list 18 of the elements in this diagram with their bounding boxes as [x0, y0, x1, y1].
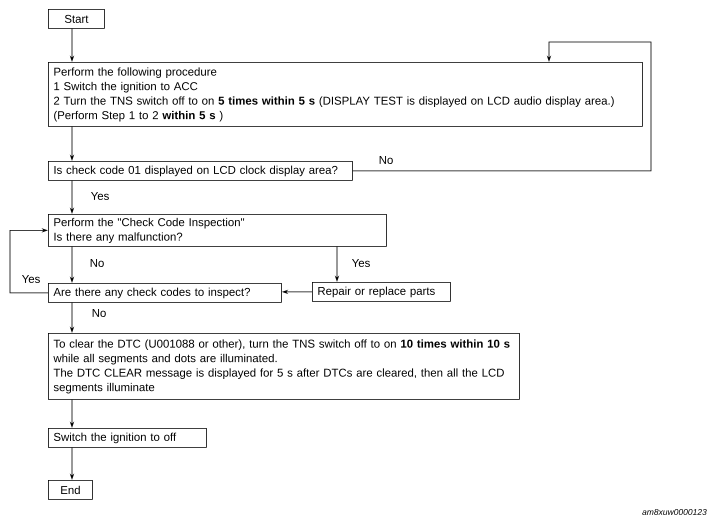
process-box: Switch the ignition to off — [48, 428, 207, 448]
start-box: Start — [48, 9, 105, 29]
edge-label: No — [90, 308, 108, 318]
edge-label: Yes — [20, 274, 42, 284]
end-box: End — [48, 480, 93, 500]
process-box: To clear the DTC (U001088 or other), turn the TNS switch off to on 10 times within 10 s while all segments and dots are illuminated. The DTC CLEAR message is displayed for 5 s after DTCs are cleared, then all the LCD segments illuminate — [48, 333, 520, 400]
decision-box: Are there any check codes to inspect? — [48, 283, 282, 303]
edge-label: No — [88, 258, 106, 268]
edge-label: Yes — [350, 258, 372, 268]
edge-label: No — [378, 155, 394, 165]
decision-box: Is check code 01 displayed on LCD clock display area? — [48, 161, 353, 181]
process-box: Perform the following procedure 1 Switch the ignition to ACC 2 Turn the TNS switch off to on 5 times within 5 s (DISPLAY TEST is displayed on LCD audio display area.) (Perform Step 1 to 2 within 5 s ) — [48, 62, 643, 127]
decision-box: Perform the "Check Code Inspection" Is there any malfunction? — [48, 214, 387, 247]
edge-label: Yes — [90, 191, 110, 201]
arrow — [10, 228, 48, 294]
arrow — [352, 42, 652, 172]
process-box: Repair or replace parts — [312, 282, 451, 302]
figure-id: am8xuw0000123 — [642, 509, 707, 515]
